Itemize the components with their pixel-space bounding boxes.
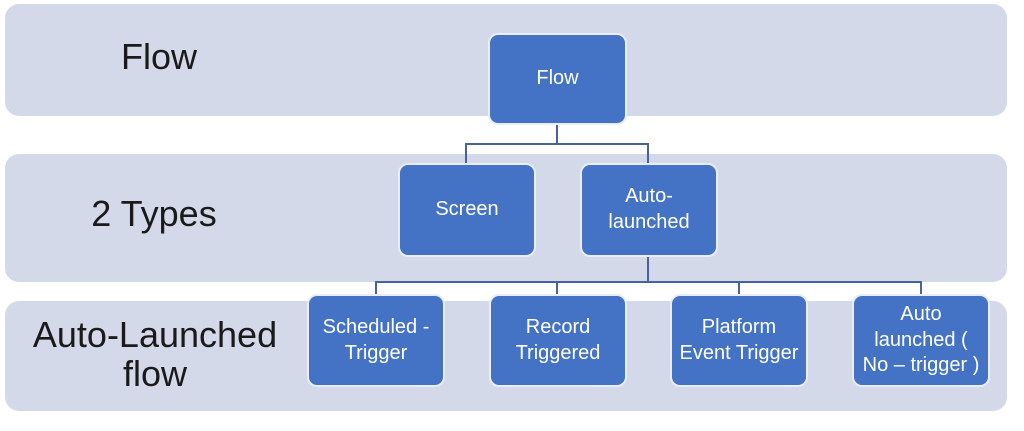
connector-auto-launched-stem	[647, 257, 649, 283]
node-record-triggered: Record Triggered	[489, 294, 627, 387]
node-screen: Screen	[398, 163, 536, 257]
node-platform-event-trigger: Platform Event Trigger	[670, 294, 808, 387]
connector-drop-platform-event-trigger	[738, 282, 740, 295]
connector-auto-launched-branch-bar	[375, 281, 922, 283]
node-flow: Flow	[488, 33, 627, 125]
row-label-flow: Flow	[120, 36, 197, 77]
connector-drop-record-triggered	[556, 282, 558, 295]
row-label-auto-launched-flow: Auto-Launched flow	[32, 314, 278, 394]
connector-flow-branch-bar	[465, 143, 649, 145]
connector-drop-auto-launched-no-trigger	[920, 282, 922, 295]
node-auto-launched: Auto- launched	[580, 163, 718, 257]
connector-flow-stem	[556, 125, 558, 145]
connector-drop-scheduled-trigger	[375, 282, 377, 295]
row-label-two-types: 2 Types	[91, 193, 217, 234]
connector-drop-screen	[465, 144, 467, 164]
node-scheduled-trigger: Scheduled - Trigger	[307, 294, 445, 387]
connector-drop-auto-launched	[647, 144, 649, 164]
node-auto-launched-no-trigger: Auto launched ( No – trigger )	[852, 294, 990, 387]
